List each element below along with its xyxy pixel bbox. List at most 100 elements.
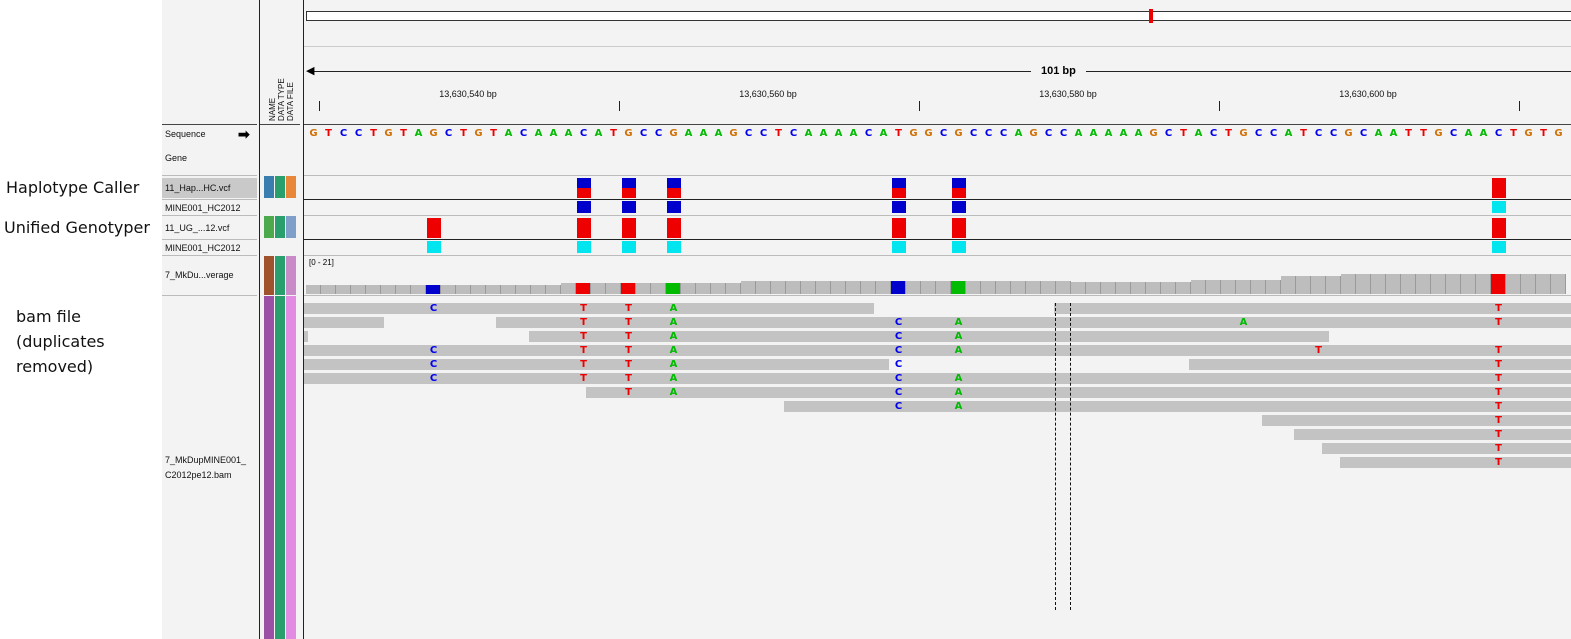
coverage-bar [1236,280,1251,294]
hc-site-allele-freq [576,188,591,198]
coverage-bar [1341,274,1356,294]
track-name-bam-1[interactable]: 7_MkDupMINE001_ [165,455,247,465]
ug-genotype [891,241,906,253]
coverage-bar [1431,274,1446,294]
coverage-bar [1116,282,1131,294]
sequence-base: A [1134,128,1143,139]
attr-cell [275,296,285,639]
sequence-base: C [1254,128,1263,139]
track-name-gene[interactable]: Gene [165,153,188,163]
mismatch-base: T [1495,345,1502,356]
sequence-base: G [384,128,393,139]
current-region-marker [1149,9,1153,23]
coverage-bar [1071,282,1086,294]
mismatch-base: C [429,345,438,356]
ruler-tick-label: 13,630,540 bp [439,89,497,99]
coverage-bar [1251,280,1266,294]
sequence-base: C [1209,128,1218,139]
sequence-base: G [474,128,483,139]
sequence-base: A [414,128,423,139]
coverage-bar [711,283,726,294]
sequence-base: C [939,128,948,139]
annotation-bam-line-1: bam file [16,307,81,326]
mismatch-base: A [954,317,963,328]
sequence-base: T [370,128,377,139]
coverage-bar [1536,274,1551,294]
sequence-base: C [444,128,453,139]
attr-cell [264,216,274,238]
mismatch-base: A [669,387,678,398]
coverage-bar [1551,274,1566,294]
aligned-read [529,331,1329,342]
sequence-base: A [819,128,828,139]
mismatch-base: C [894,331,903,342]
data-panel: ◀ 101 bp 13,630,540 bp 13,630,560 bp 13,… [303,0,1571,639]
hc-site-allele-freq [666,178,681,188]
sequence-base: T [325,128,332,139]
coverage-bar [486,285,501,294]
coverage-bar [1296,276,1311,294]
ruler-tick [919,101,920,111]
sequence-base: A [1089,128,1098,139]
coverage-bar [1311,276,1326,294]
mismatch-base: A [669,317,678,328]
annotation-bam-file: bam file (duplicates removed) [16,304,105,379]
hc-genotype-het [951,201,966,213]
aligned-read [304,373,1571,384]
strand-arrow-icon[interactable]: ➡ [238,126,250,142]
coverage-bar [666,283,681,294]
coverage-bar [771,281,786,294]
sequence-base: A [1014,128,1023,139]
ruler-tick-label: 13,630,560 bp [739,89,797,99]
sequence-base: A [564,128,573,139]
coverage-bar [321,285,336,294]
ug-site [621,218,636,238]
sequence-base: C [789,128,798,139]
ug-site [426,218,441,238]
sequence-base: A [1374,128,1383,139]
attr-cell [286,176,296,198]
sequence-base: A [699,128,708,139]
track-name-hc-sample[interactable]: MINE001_HC2012 [165,203,241,213]
coverage-bar [516,285,531,294]
sequence-base: A [804,128,813,139]
track-name-bam-2[interactable]: C2012pe12.bam [165,470,232,480]
attribute-panel: NAME DATA TYPE DATA FILE [259,0,300,639]
track-name-coverage[interactable]: 7_MkDu...verage [165,270,234,280]
attr-header-datafile[interactable]: DATA FILE [286,82,295,121]
attr-header-name[interactable]: NAME [268,97,277,121]
coverage-bar [441,285,456,294]
ug-site [891,218,906,238]
ruler-width-line [312,71,1571,72]
mismatch-base: A [954,373,963,384]
mismatch-base: A [669,331,678,342]
sequence-base: G [669,128,678,139]
sequence-base: G [1524,128,1533,139]
coverage-bar [831,281,846,294]
sequence-base: T [1405,128,1412,139]
track-name-hc-vcf[interactable]: 11_Hap...HC.vcf [165,183,231,193]
track-name-sequence[interactable]: Sequence [165,129,206,139]
track-name-ug-vcf[interactable]: 11_UG_...12.vcf [165,223,230,233]
attr-cell [286,296,296,639]
hc-genotype-het [576,201,591,213]
sequence-base: C [1494,128,1503,139]
coverage-bar [306,285,321,294]
mismatch-base: T [625,359,632,370]
sequence-base: C [1164,128,1173,139]
sequence-base: G [309,128,318,139]
coverage-bar [636,283,651,294]
coverage-bar [531,285,546,294]
mismatch-base: T [625,331,632,342]
mismatch-base: C [894,345,903,356]
sequence-base: C [1059,128,1068,139]
chromosome-ideogram[interactable] [306,11,1571,21]
ug-site [951,218,966,238]
track-name-ug-sample[interactable]: MINE001_HC2012 [165,243,241,253]
sequence-base: C [999,128,1008,139]
mismatch-base: T [1495,359,1502,370]
attr-header-datatype[interactable]: DATA TYPE [277,78,286,121]
coverage-track[interactable] [304,256,1571,294]
coverage-bar [1221,280,1236,294]
mismatch-base: T [1495,303,1502,314]
